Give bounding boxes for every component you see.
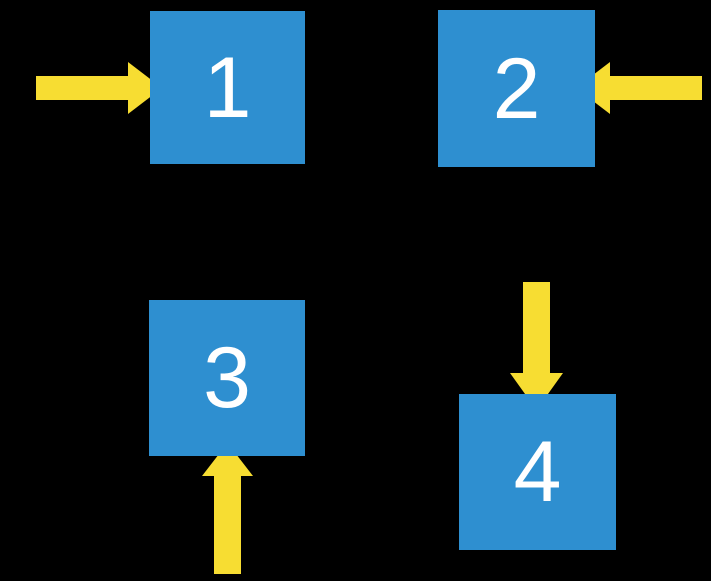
arrow-left-into-node-2-icon <box>576 62 702 114</box>
node-box-4[interactable]: 4 <box>459 394 616 550</box>
node-box-2[interactable]: 2 <box>438 10 595 167</box>
arrow-down-into-node-4-icon <box>510 282 563 410</box>
node-label-3: 3 <box>203 330 251 426</box>
arrow-right-into-node-1-icon <box>36 62 162 114</box>
arrow-up-into-node-3-icon <box>202 443 253 574</box>
node-label-4: 4 <box>513 424 562 520</box>
node-box-3[interactable]: 3 <box>149 300 305 456</box>
node-label-2: 2 <box>492 40 541 137</box>
node-label-1: 1 <box>203 39 252 136</box>
node-box-1[interactable]: 1 <box>150 11 305 164</box>
